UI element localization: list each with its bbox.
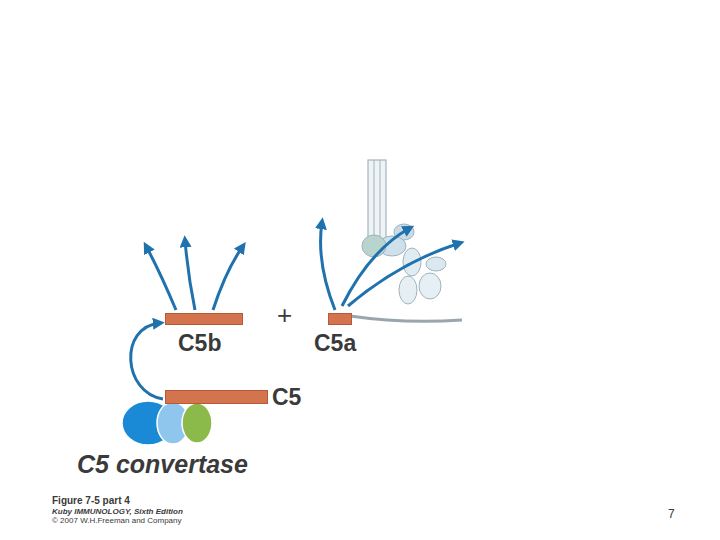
receptor-line <box>380 160 381 248</box>
receptor-illustration <box>350 160 462 321</box>
cell-membrane <box>350 316 462 321</box>
receptor-blob <box>362 235 386 257</box>
plus-sign: + <box>277 300 292 331</box>
node-label: C5b <box>178 330 221 357</box>
node-label: C5 convertase <box>77 450 248 479</box>
complement-fragment: C5a <box>312 309 374 361</box>
receptor-blob <box>426 257 446 271</box>
effect-arrow <box>146 246 176 310</box>
enzyme-complex: C5 convertase <box>75 400 275 484</box>
figure-caption: Figure 7-5 part 4 <box>52 495 130 506</box>
effect-arrow <box>213 246 243 310</box>
complement-fragment: C5 <box>163 386 313 412</box>
fragment-bar <box>165 390 268 404</box>
source-line: Kuby IMMUNOLOGY, Sixth Edition <box>52 507 183 516</box>
effect-arrows <box>146 222 460 310</box>
copyright-line: © 2007 W.H.Freeman and Company <box>52 516 182 525</box>
convertase-subunit <box>182 403 212 443</box>
effect-arrow <box>321 222 335 310</box>
slide-number: 7 <box>668 507 675 521</box>
node-label: C5 <box>272 384 301 411</box>
receptor-helix <box>368 160 386 248</box>
cleavage-arrow <box>131 323 163 399</box>
complement-fragment: C5b <box>160 309 252 361</box>
effect-arrow <box>185 240 195 310</box>
receptor-blob <box>399 276 417 304</box>
fragment-bar <box>165 313 243 325</box>
fragment-bar <box>328 313 352 325</box>
effect-arrow <box>348 243 460 306</box>
node-label: C5a <box>314 330 356 357</box>
effect-arrow <box>342 228 410 306</box>
receptor-blob <box>419 273 441 299</box>
